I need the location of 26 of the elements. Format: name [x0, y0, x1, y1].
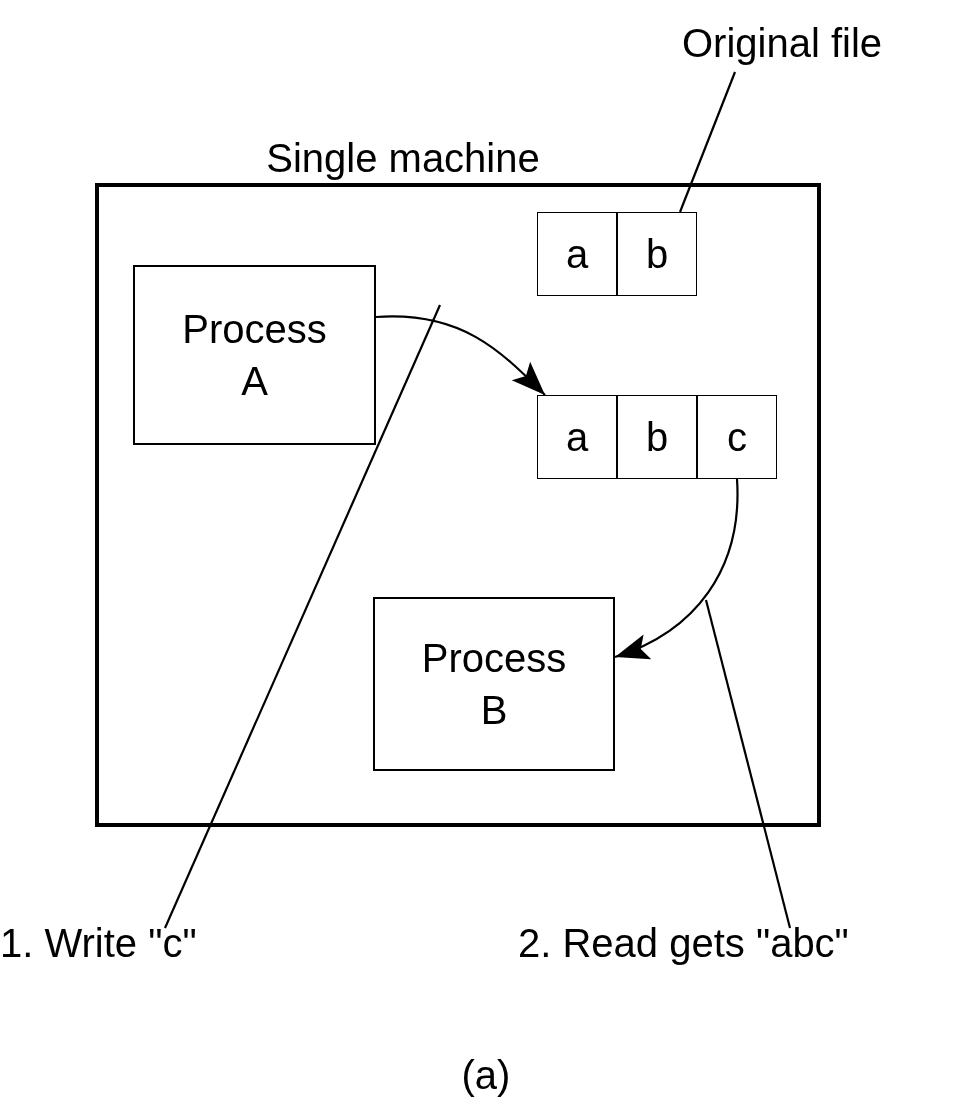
cell-letter: a	[565, 414, 589, 460]
file-record	[537, 212, 697, 296]
cell-letter: b	[645, 414, 669, 460]
arrow	[614, 479, 739, 659]
process-box	[373, 597, 615, 771]
file-cell	[617, 395, 697, 479]
file-cell	[537, 395, 617, 479]
file-cell	[617, 212, 697, 296]
leader-line	[678, 71, 737, 213]
cell-letter: c	[727, 414, 747, 460]
arrow	[375, 315, 546, 396]
figure-label: (a)	[460, 1052, 512, 1098]
callout-label: 1. Write "c"	[0, 920, 240, 970]
leader-line	[704, 599, 792, 929]
process-label: Process A	[181, 306, 328, 405]
process-label: Process B	[420, 635, 568, 734]
process-box	[133, 265, 376, 445]
callout-label: Original file	[682, 20, 972, 70]
cell-letter: a	[565, 231, 589, 277]
file-cell	[537, 212, 617, 296]
leader-line	[164, 304, 441, 929]
frame-heading: Single machine	[265, 135, 541, 181]
file-cell	[697, 395, 777, 479]
callout-label: 2. Read gets "abc"	[518, 920, 972, 970]
file-record	[537, 395, 777, 479]
cell-letter: b	[645, 231, 669, 277]
